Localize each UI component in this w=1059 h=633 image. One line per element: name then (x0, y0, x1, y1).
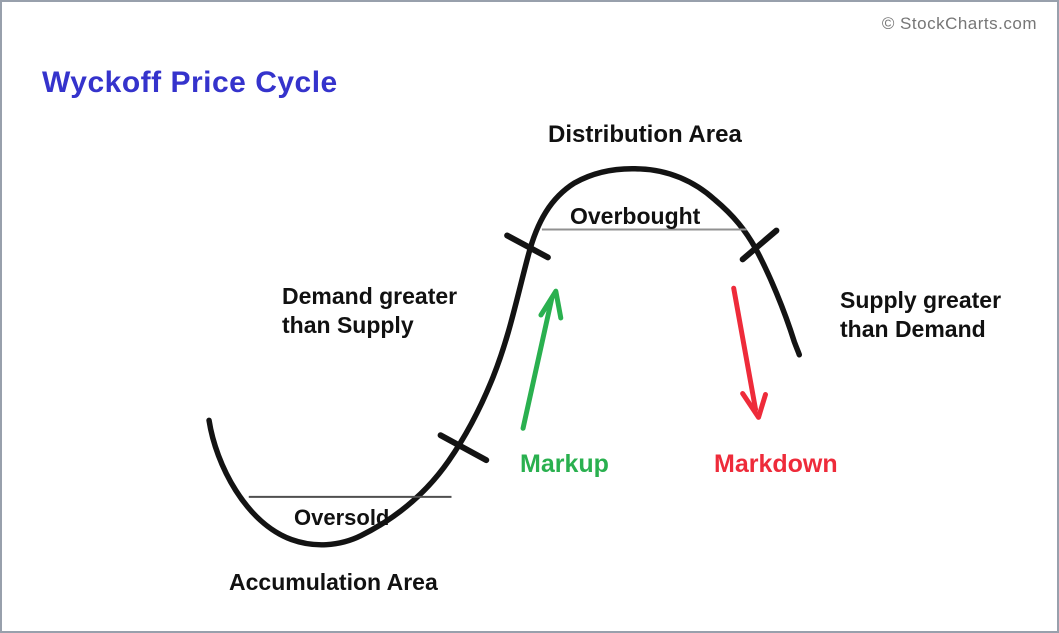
supply-greater-label: Supply greater than Demand (840, 286, 1001, 344)
oversold-label: Oversold (294, 505, 390, 530)
overbought-label: Overbought (570, 203, 701, 229)
supply-greater-line1: Supply greater (840, 287, 1002, 313)
tick-mark-markup-start (437, 432, 490, 464)
demand-greater-line2: than Supply (282, 312, 414, 338)
brand-credit: © StockCharts.com (881, 14, 1037, 33)
tick-mark-distribution-start (504, 232, 551, 261)
accumulation-area-label: Accumulation Area (229, 569, 438, 595)
distribution-area-label: Distribution Area (548, 121, 742, 148)
page-title: Wyckoff Price Cycle (42, 66, 338, 99)
markdown-arrow (731, 285, 768, 420)
markdown-label: Markdown (714, 450, 838, 478)
markup-label: Markup (520, 450, 609, 478)
demand-greater-label: Demand greater than Supply (282, 282, 457, 340)
supply-greater-line2: than Demand (840, 316, 986, 342)
price-cycle-curve (206, 165, 803, 548)
demand-greater-line1: Demand greater (282, 283, 458, 309)
markup-arrow (520, 288, 564, 431)
tick-mark-markdown-start (739, 227, 780, 263)
